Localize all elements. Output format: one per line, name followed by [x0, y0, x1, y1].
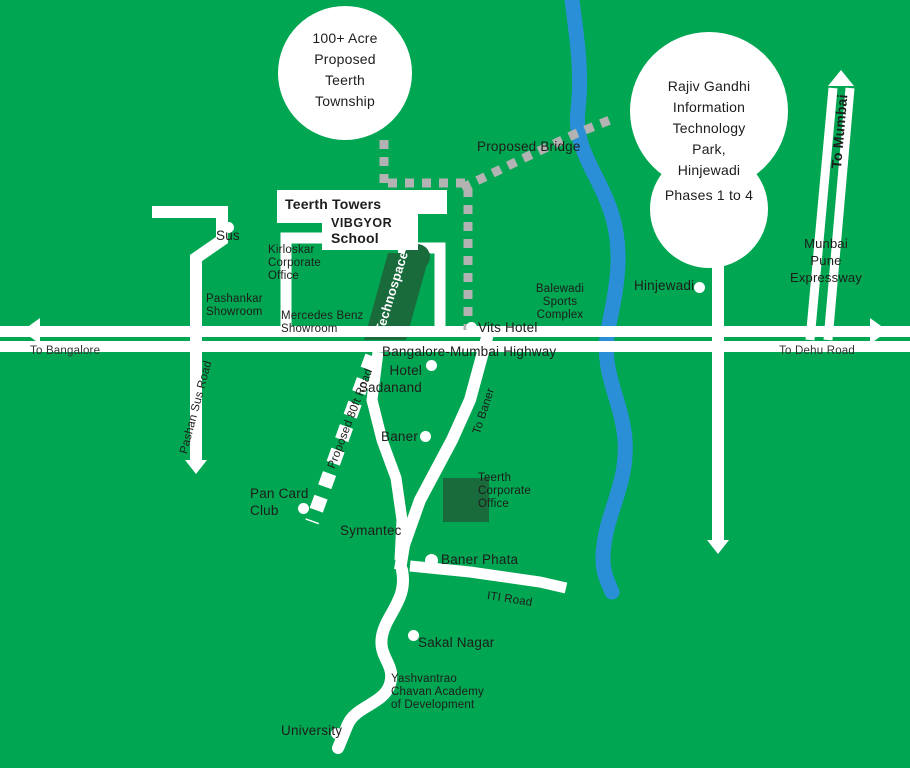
highway-arrow-left-icon	[22, 318, 40, 344]
road-university	[332, 564, 410, 754]
road-sadanand-connector	[366, 351, 408, 561]
callout-township-balloon	[278, 6, 412, 140]
technospace-block	[364, 253, 430, 340]
highway-band-top	[0, 326, 910, 337]
dotted-proposed-bridge	[460, 115, 612, 193]
label-yashvantrao-chavan-academy: Yashvantrao Chavan Academy of Developmen…	[391, 673, 484, 711]
node-baner	[420, 431, 431, 442]
node-symantec	[398, 541, 409, 552]
node-hotel-sadanand	[426, 360, 437, 371]
node-sus	[223, 222, 234, 233]
label-hinjewadi: Hinjewadi	[634, 278, 695, 293]
road-expressway-left	[805, 87, 838, 341]
label-proposed-bridge: Proposed Bridge	[477, 139, 581, 154]
node-pan-card-club	[298, 503, 309, 514]
node-vits-hotel	[466, 322, 477, 333]
highway-band-bottom	[0, 341, 910, 352]
label-mercedes-benz-showroom: Mercedes Benz Showroom	[281, 310, 364, 335]
road-expressway-right	[823, 87, 855, 341]
label-hotel-sadanand: Hotel Sadanand	[358, 363, 422, 395]
hinjewadi-arrow-down-icon	[707, 540, 729, 554]
label-to-dehu-road: To Dehu Road	[779, 345, 855, 357]
river-path	[564, 0, 633, 600]
label-sus: Sus	[216, 228, 240, 243]
node-university	[331, 728, 342, 739]
label-pan-card-club: Pan Card Club	[250, 486, 309, 518]
node-hinjewadi	[694, 282, 705, 293]
label-kirloskar-corporate-office: Kirloskar Corporate Office	[268, 244, 321, 282]
callout-itpark-balloon-bottom	[650, 150, 768, 268]
label-baner-phata: Baner Phata	[441, 552, 519, 567]
teerth-towers-box-ext	[277, 190, 447, 214]
dashed-proposed-80ft	[305, 353, 379, 525]
label-balewadi-sports-complex: Balewadi Sports Complex	[535, 283, 585, 321]
label-teerth-corporate-office: Teerth Corporate Office	[478, 472, 531, 510]
label-sakal-nagar: Sakal Nagar	[418, 635, 495, 650]
label-symantec: Symantec	[340, 523, 402, 538]
label-vibgyor: VIBGYOR	[331, 216, 393, 230]
vibgyor-box	[322, 212, 418, 250]
label-vibgyor-school: School	[331, 230, 379, 246]
label-bangalore-mumbai-highway: Bangalore-Mumbai Highway	[382, 344, 557, 359]
node-yashvantrao	[379, 688, 390, 699]
pashan-sus-arrow-down-icon	[185, 460, 207, 474]
label-baner: Baner	[381, 429, 419, 444]
node-sakal-nagar	[408, 630, 419, 641]
callout-itpark-text: Rajiv Gandhi Information Technology Park…	[667, 78, 751, 178]
label-to-bangalore: To Bangalore	[30, 345, 101, 357]
label-munbai-pune-expressway: Munbai Pune Expressway	[789, 236, 863, 285]
teerth-corporate-block	[443, 478, 489, 522]
label-vits-hotel: Vits Hotel	[478, 320, 538, 335]
callout-township-text: 100+ Acre Proposed Teerth Township	[312, 30, 378, 109]
dotted-proposed-road	[388, 178, 473, 330]
highway-arrow-right-icon	[870, 318, 888, 344]
label-teerth-towers: Teerth Towers	[285, 196, 382, 212]
label-university: University	[281, 723, 343, 738]
label-pashankar-showroom: Pashankar Showroom	[206, 293, 263, 318]
road-iti	[409, 560, 568, 594]
node-baner-phata	[425, 554, 438, 567]
expressway-arrow-up-icon	[828, 70, 854, 86]
callout-itpark-phases: Phases 1 to 4	[664, 187, 754, 203]
